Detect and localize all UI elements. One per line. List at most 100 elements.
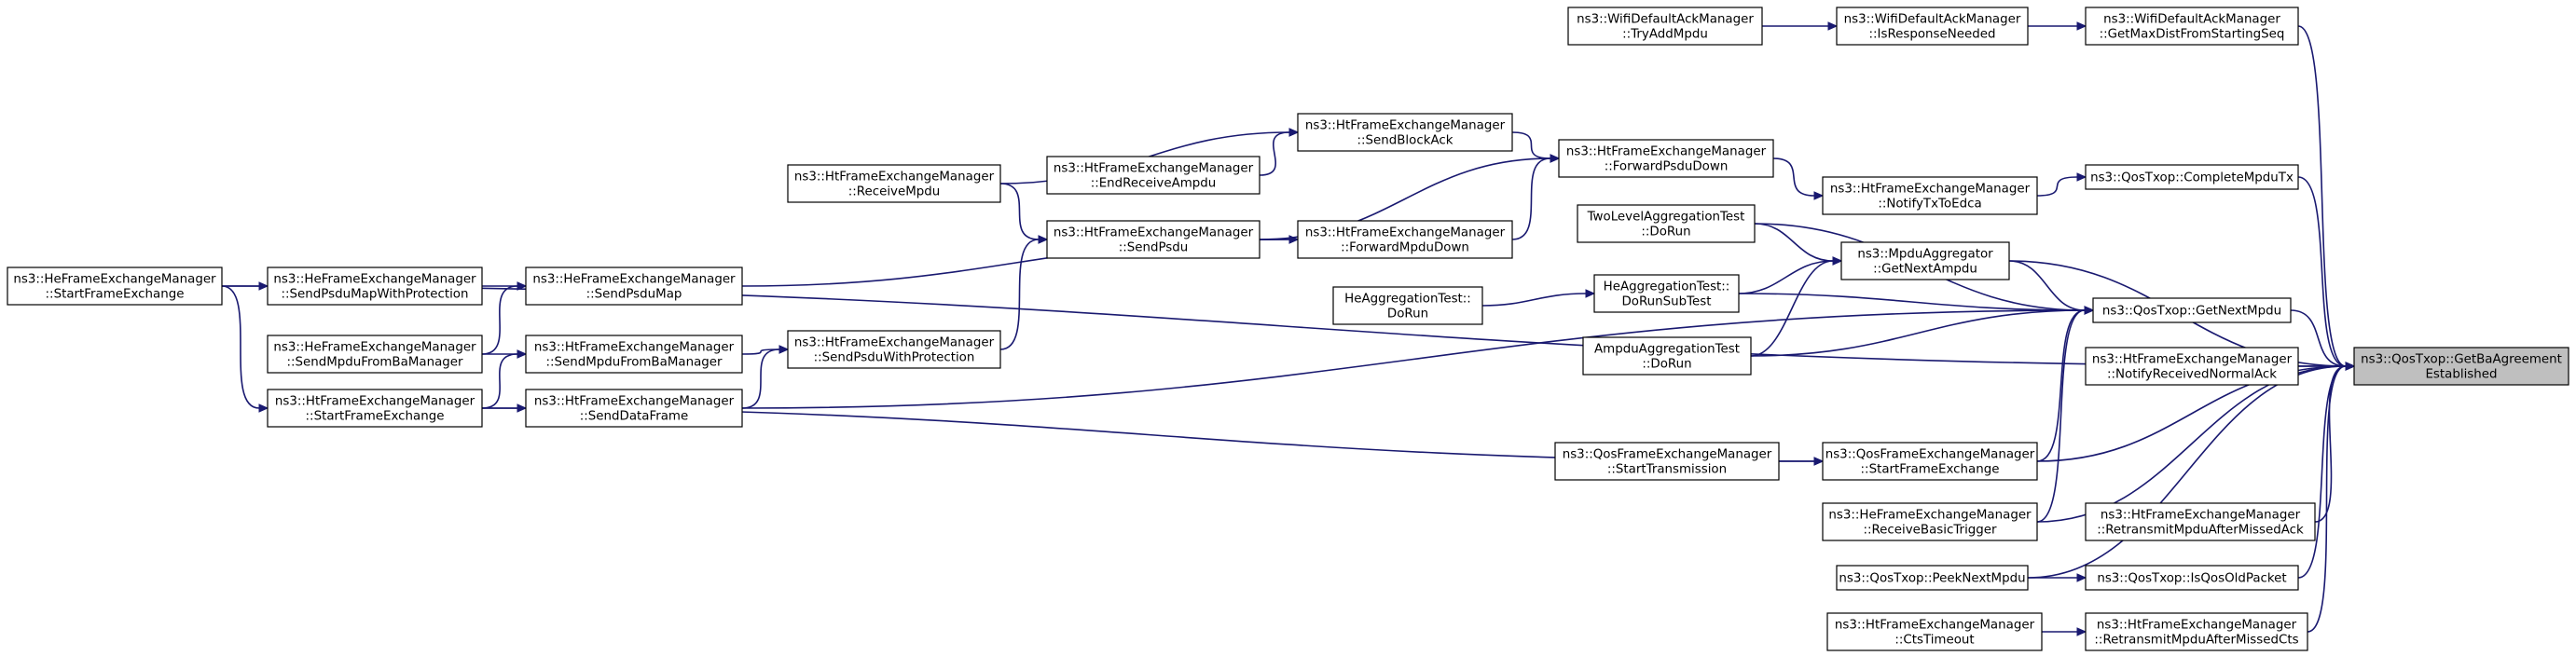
node-he-sendpsdumap[interactable]: ns3::HeFrameExchangeManager::SendPsduMap [525, 266, 743, 306]
node-qt-peek[interactable]: ns3::QosTxop::PeekNextMpdu [1836, 565, 2029, 591]
edge-qfem-sfe-to-qt-getnext [2036, 306, 2095, 462]
node-box [1836, 565, 2029, 591]
node-ht-sendpsdu-wp[interactable]: ns3::HtFrameExchangeManager::SendPsduWit… [787, 330, 1001, 369]
node-label: ns3::HeFrameExchangeManager [1828, 509, 2032, 523]
node-he-sfe[interactable]: ns3::HeFrameExchangeManager::StartFrameE… [7, 266, 223, 306]
node-ht-retx-ack[interactable]: ns3::HtFrameExchangeManager::RetransmitM… [2085, 502, 2316, 541]
node-label: ::SendDataFrame [580, 410, 688, 424]
node-qfem-sfe[interactable]: ns3::QosFrameExchangeManager::StartFrame… [1822, 442, 2038, 481]
node-label: ::ForwardMpduDown [1341, 241, 1469, 255]
node-htfem-recvmpdu[interactable]: ns3::HtFrameExchangeManager::ReceiveMpdu [787, 164, 1001, 203]
node-box [525, 335, 743, 374]
node-label: ::SendPsduMap [586, 288, 682, 302]
node-label: ns3::HtFrameExchangeManager [534, 395, 735, 409]
node-htfem-sendba[interactable]: ns3::HtFrameExchangeManager::SendBlockAc… [1297, 113, 1513, 152]
edge-line [2036, 309, 2086, 523]
node-label: ns3::HtFrameExchangeManager [1830, 183, 2031, 197]
node-qt-complete[interactable]: ns3::QosTxop::CompleteMpduTx [2085, 164, 2299, 190]
node-label: ns3::HtFrameExchangeManager [794, 336, 995, 350]
node-label: ns3::HtFrameExchangeManager [1835, 619, 2035, 633]
edges-layer [221, 21, 2356, 636]
node-htfem-sendpsdu[interactable]: ns3::HtFrameExchangeManager::SendPsdu [1046, 220, 1260, 259]
edge-ht-retx-cts-to-root [2307, 362, 2356, 633]
node-box [787, 330, 1001, 369]
node-label: ns3::HtFrameExchangeManager [534, 341, 735, 355]
node-ht-sendmpdu-ba[interactable]: ns3::HtFrameExchangeManager::SendMpduFro… [525, 335, 743, 374]
node-label: ns3::HeFrameExchangeManager [273, 341, 476, 355]
node-wdam-max[interactable]: ns3::WifiDefaultAckManager::GetMaxDistFr… [2085, 7, 2299, 46]
node-htfem-recv-normal[interactable]: ns3::HtFrameExchangeManager::NotifyRecei… [2085, 347, 2299, 386]
node-label: ::ForwardPsduDown [1605, 160, 1729, 174]
edge-line [1511, 157, 1551, 240]
edge-he-sfe-to-he-sendpsdumap-wp [221, 281, 269, 291]
node-qt-getnext[interactable]: ns3::QosTxop::GetNextMpdu [2092, 297, 2292, 323]
node-label: DoRun [1387, 308, 1428, 321]
edge-line [2036, 176, 2078, 197]
node-label: ::ReceiveMpdu [848, 185, 941, 199]
node-label: ns3::WifiDefaultAckManager [2103, 13, 2280, 27]
node-htfem-notify[interactable]: ns3::HtFrameExchangeManager::NotifyTxToE… [1822, 176, 2038, 215]
edge-he-sfe-to-ht-sfe [221, 285, 269, 413]
node-label: ::StartFrameExchange [46, 288, 185, 302]
node-wdam-resp[interactable]: ns3::WifiDefaultAckManager::IsResponseNe… [1836, 7, 2029, 46]
node-label: ns3::HtFrameExchangeManager [1054, 162, 1254, 176]
node-label: ns3::QosTxop::GetNextMpdu [2102, 305, 2281, 319]
node-box [1822, 502, 2038, 541]
node-label: ::GetMaxDistFromStartingSeq [2100, 28, 2285, 42]
node-ht-ctstimeout[interactable]: ns3::HtFrameExchangeManager::CtsTimeout [1826, 612, 2043, 651]
node-box [1297, 113, 1513, 152]
node-tlat[interactable]: TwoLevelAggregationTest::DoRun [1577, 204, 1756, 243]
edge-ampdu-test-to-qt-getnext [1750, 306, 2095, 357]
node-box [2353, 347, 2569, 386]
edge-line [481, 353, 518, 409]
node-ht-sfe[interactable]: ns3::HtFrameExchangeManager::StartFrameE… [267, 389, 483, 428]
edge-line [1511, 131, 1551, 159]
edge-line [741, 309, 2086, 409]
node-ampdu-test[interactable]: AmpduAggregationTest::DoRun [1582, 336, 1752, 376]
node-label: ::SendPsduMapWithProtection [282, 288, 469, 302]
node-label: ns3::QosTxop::PeekNextMpdu [1839, 572, 2025, 586]
node-heat-sub[interactable]: HeAggregationTest::DoRunSubTest [1593, 274, 1740, 313]
node-label: ns3::MpduAggregator [1857, 248, 1993, 262]
node-he-sendpsdumap-wp[interactable]: ns3::HeFrameExchangeManager::SendPsduMap… [267, 266, 483, 306]
node-box [1577, 204, 1756, 243]
node-label: ::SendBlockAck [1357, 134, 1453, 148]
edge-ampdu-test-to-ma-getnext [1750, 256, 1843, 357]
node-label: ns3::HtFrameExchangeManager [1054, 226, 1254, 240]
arrow-head-icon [2076, 627, 2087, 636]
node-label: ns3::HtFrameExchangeManager [2092, 353, 2293, 367]
node-htfem-endrecv[interactable]: ns3::HtFrameExchangeManager::EndReceiveA… [1046, 156, 1260, 195]
node-label: ::ReceiveBasicTrigger [1863, 524, 1997, 538]
node-ht-retx-cts[interactable]: ns3::HtFrameExchangeManager::RetransmitM… [2085, 612, 2308, 651]
edge-line [1750, 260, 1834, 357]
node-ht-senddata[interactable]: ns3::HtFrameExchangeManager::SendDataFra… [525, 389, 743, 428]
node-he-sendmpdu-ba[interactable]: ns3::HeFrameExchangeManager::SendMpduFro… [267, 335, 483, 374]
node-qt-isold[interactable]: ns3::QosTxop::IsQosOldPacket [2085, 565, 2299, 591]
node-label: TwoLevelAggregationTest [1587, 211, 1745, 225]
node-htfem-fwdmpdu[interactable]: ns3::HtFrameExchangeManager::ForwardMpdu… [1297, 220, 1513, 259]
node-he-recvbt[interactable]: ns3::HeFrameExchangeManager::ReceiveBasi… [1822, 502, 2038, 541]
edge-line [1481, 293, 1587, 307]
edge-wdam-try-to-wdam-resp [1762, 21, 1839, 31]
node-wdam-try[interactable]: ns3::WifiDefaultAckManager::TryAddMpdu [1567, 7, 1763, 46]
nodes-layer: ns3::QosTxop::GetBaAgreementEstablishedn… [7, 7, 2569, 651]
node-label: ns3::HtFrameExchangeManager [275, 395, 475, 409]
node-ma-getnext[interactable]: ns3::MpduAggregator::GetNextAmpdu [1840, 241, 2010, 280]
node-label: ns3::HtFrameExchangeManager [1566, 145, 1767, 159]
edge-line [999, 183, 1040, 240]
edge-line [2008, 260, 2086, 311]
node-label: ::RetransmitMpduAfterMissedCts [2094, 634, 2298, 648]
arrow-head-icon [1827, 21, 1839, 31]
edge-line [2027, 365, 2347, 579]
node-box [787, 164, 1001, 203]
edge-ht-sendpsdu-wp-to-htfem-sendpsdu [999, 235, 1049, 350]
node-htfem-fwdpsdu[interactable]: ns3::HtFrameExchangeManager::ForwardPsdu… [1558, 139, 1774, 178]
node-box [2085, 7, 2299, 46]
node-label: ns3::QosTxop::IsQosOldPacket [2097, 572, 2286, 586]
edge-line [741, 348, 780, 409]
node-heat-run[interactable]: HeAggregationTest::DoRun [1332, 286, 1483, 325]
node-qfem-st[interactable]: ns3::QosFrameExchangeManager::StartTrans… [1554, 442, 1780, 481]
edge-line [2297, 365, 2347, 579]
edge-he-recvbt-to-qt-getnext [2036, 306, 2095, 523]
